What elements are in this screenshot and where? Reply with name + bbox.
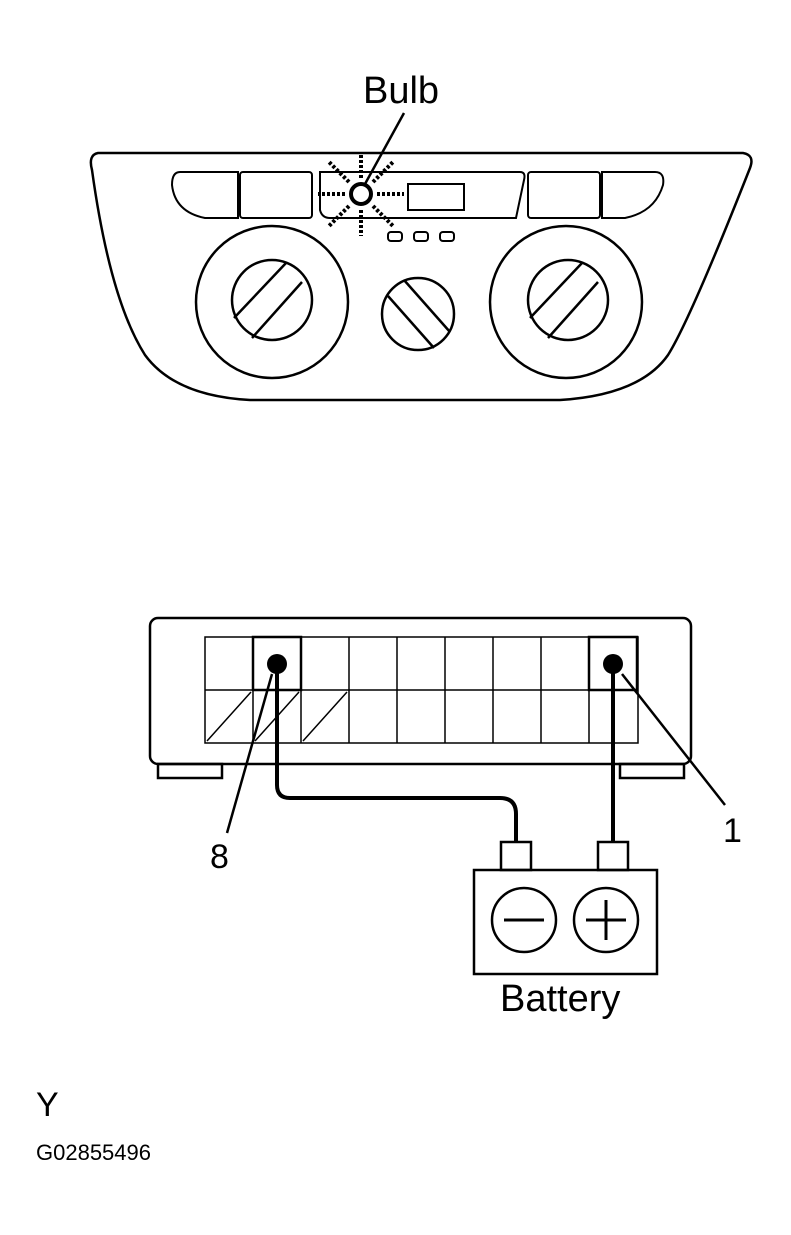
battery-body [472, 868, 659, 976]
panel-outline [89, 151, 753, 402]
left-button-inner [239, 171, 313, 219]
center-display [319, 171, 526, 219]
positive-post [596, 840, 630, 872]
pin-1-label: 1 [723, 812, 742, 850]
bulb-leader-line [363, 112, 406, 185]
battery-label: Battery [500, 978, 621, 1020]
connector [148, 616, 693, 780]
negative-wire [275, 664, 518, 842]
plus-symbol [572, 886, 640, 954]
battery [472, 840, 659, 976]
pin-8-label: 8 [210, 838, 229, 876]
right-button-outer [601, 171, 665, 219]
ac-control-panel [89, 151, 753, 402]
center-knob [380, 276, 456, 352]
minus-symbol [490, 886, 558, 954]
pin-1-leader [621, 673, 726, 806]
light-rays [318, 152, 404, 236]
connector-left-tab [156, 762, 224, 780]
wires [275, 664, 615, 842]
lcd-window [407, 183, 465, 211]
right-knob [488, 224, 644, 380]
connector-right-tab [618, 762, 686, 780]
left-knob [194, 224, 350, 380]
view-mark-label: Y [36, 1086, 59, 1124]
button-strip [170, 171, 665, 219]
negative-post [499, 840, 533, 872]
pointer-lines [225, 673, 726, 834]
left-button-outer [170, 171, 239, 219]
bulb-icon [318, 152, 404, 236]
bulb-label: Bulb [363, 70, 440, 112]
pin-8-leader [225, 673, 274, 834]
connector-body [148, 616, 693, 766]
indicator-slots [387, 231, 455, 242]
right-button-inner [527, 171, 601, 219]
figure-code-label: G02855496 [36, 1140, 151, 1165]
